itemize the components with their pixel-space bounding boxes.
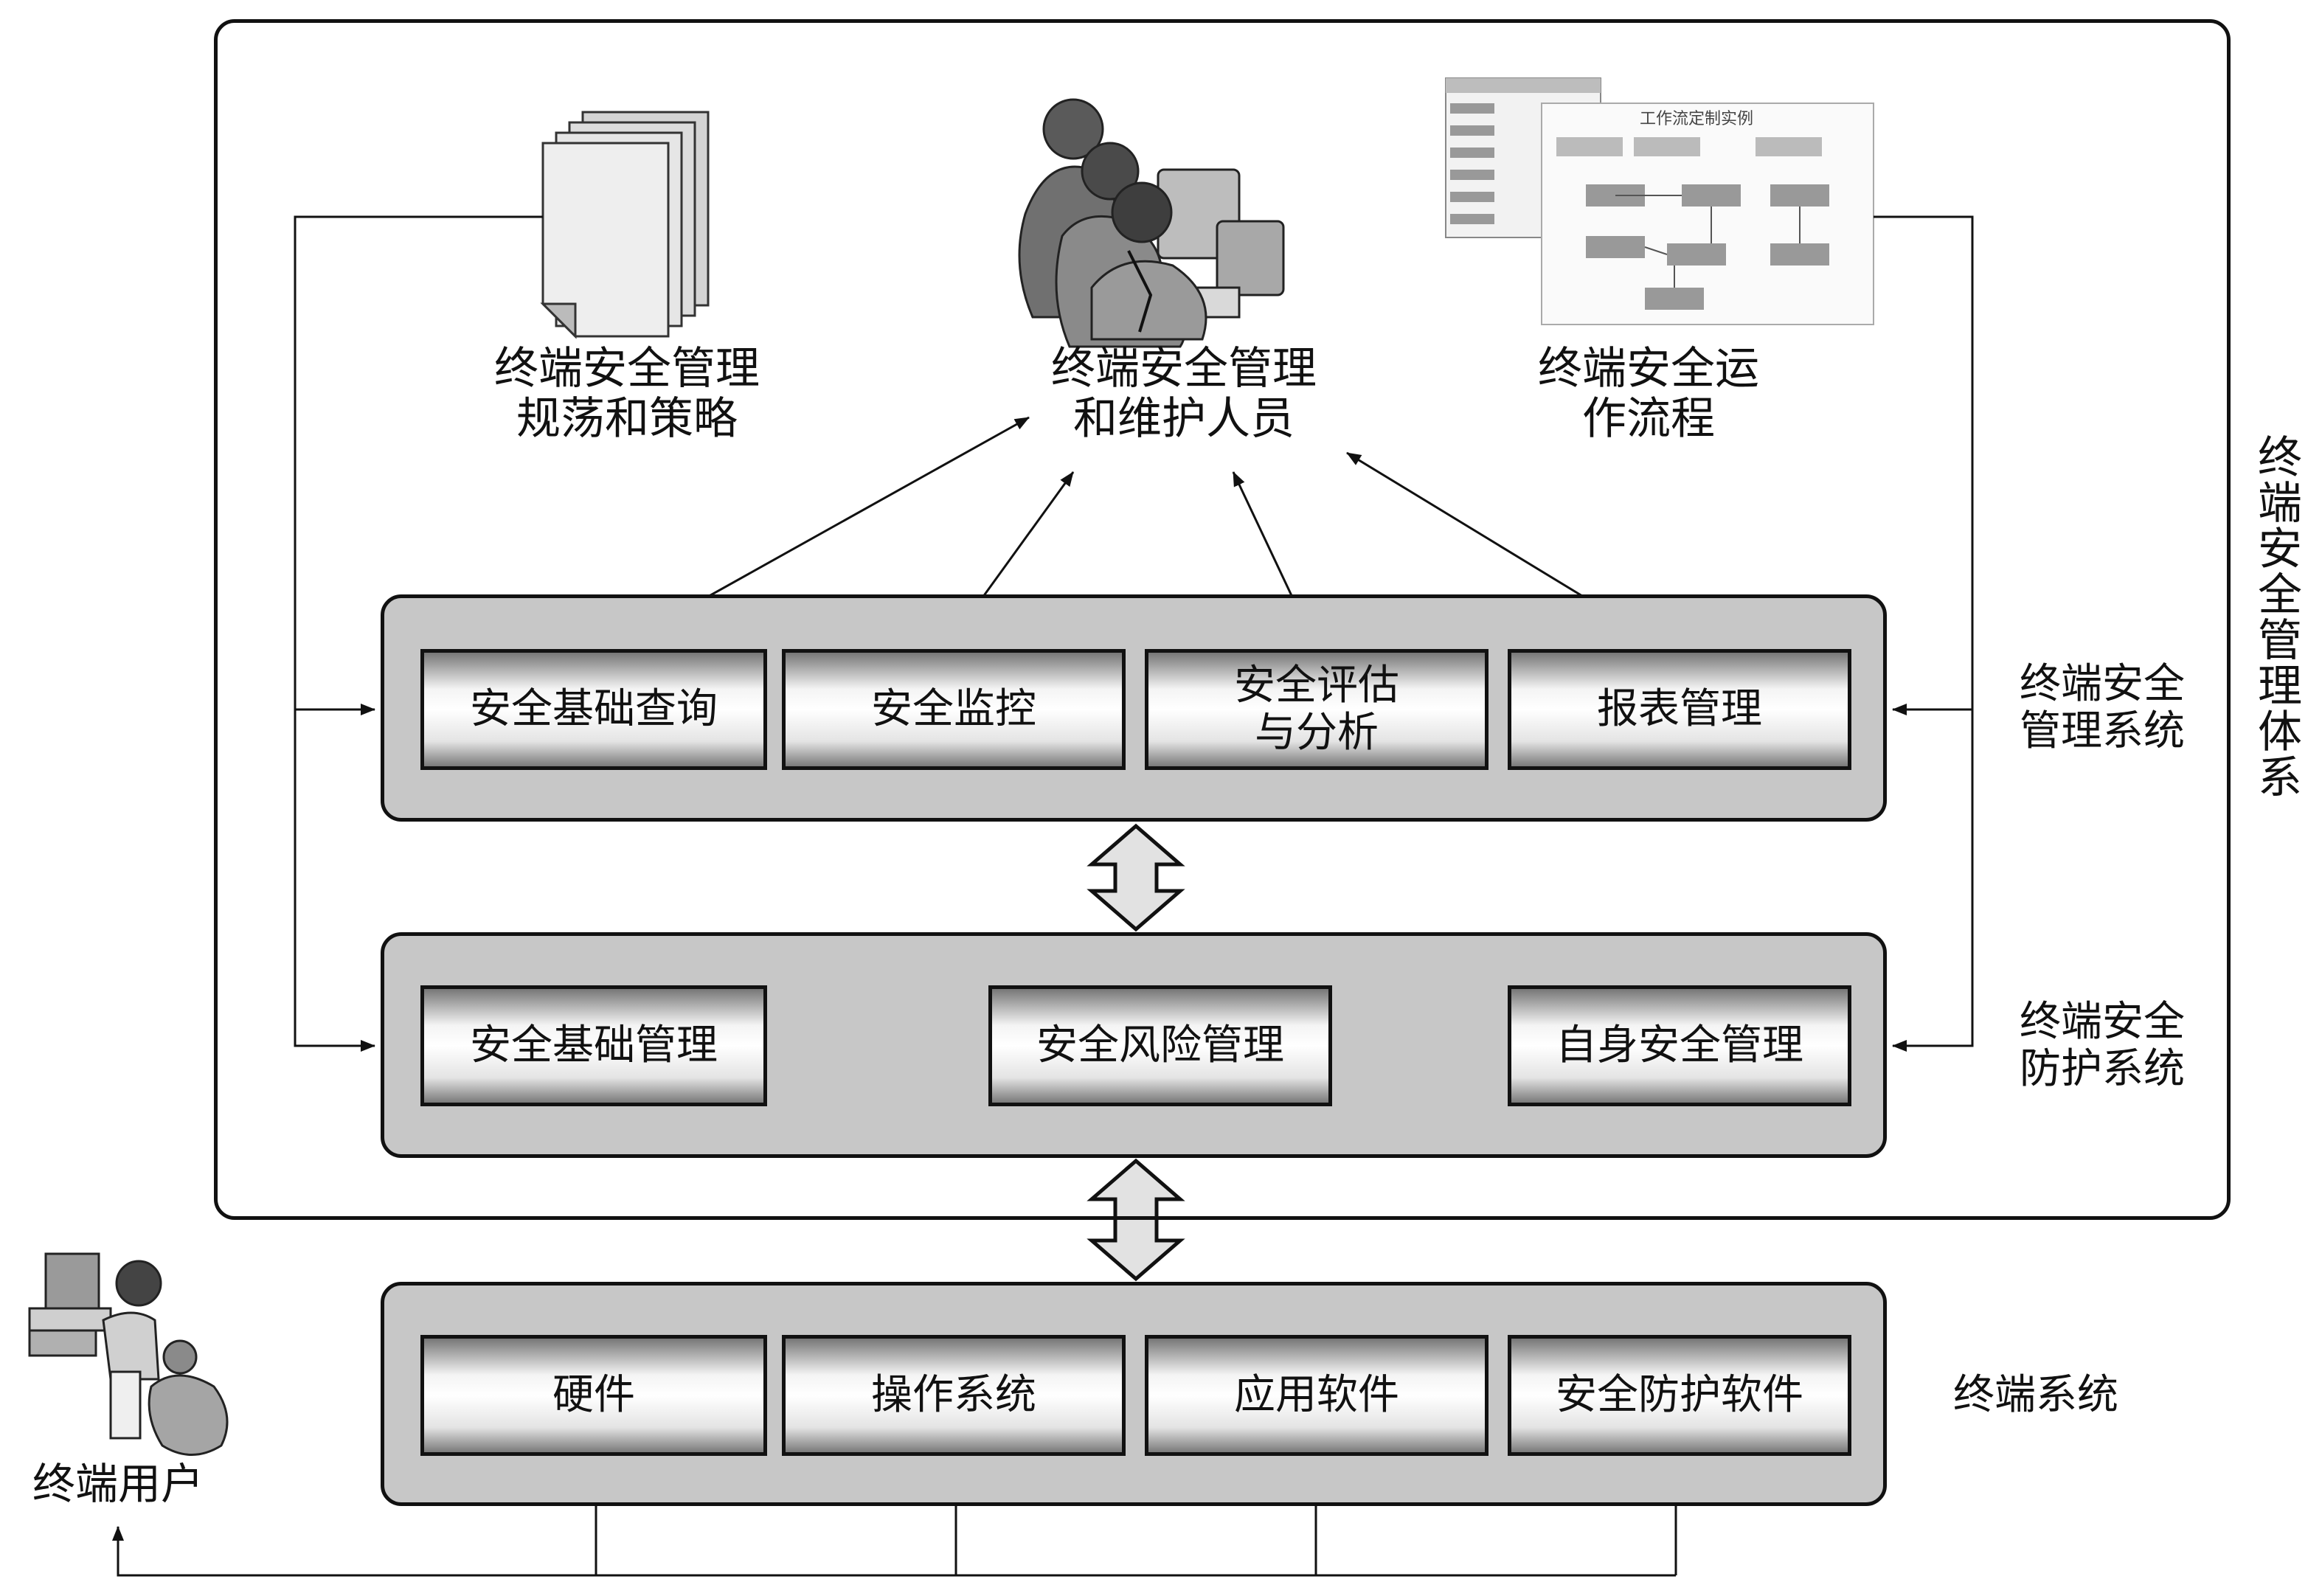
module-operating-system: 操作系统 <box>782 1335 1126 1456</box>
module-security-baseline-management: 安全基础管理 <box>420 985 767 1106</box>
module-security-protection-software: 安全防护软件 <box>1508 1335 1851 1456</box>
policy-caption: 终端安全管理 规荡和策略 <box>494 343 760 445</box>
module-security-assessment: 安全评估 与分析 <box>1145 649 1488 770</box>
staff-group-icon <box>1018 98 1285 348</box>
workflow-chart-icon <box>1445 77 1874 325</box>
management-system-label: 终端安全 管理系统 <box>2020 660 2185 755</box>
module-hardware: 硬件 <box>420 1335 767 1456</box>
terminal-user-label: 终端用户 <box>32 1459 204 1509</box>
security-management-system-frame <box>214 19 2231 1220</box>
protection-system-label: 终端安全 防护系统 <box>2020 998 2185 1093</box>
staff-caption: 终端安全管理 和维护人员 <box>1051 343 1317 445</box>
vertical-system-title: 终 端 安 全 管 理 体 系 <box>2258 432 2302 804</box>
module-security-monitoring: 安全监控 <box>782 649 1126 770</box>
document-stack-icon <box>540 111 710 339</box>
workflow-caption: 终端安全运 作流程 <box>1538 343 1759 445</box>
workflow-thumb-title: 工作流定制实例 <box>1640 110 1753 128</box>
module-security-risk-management: 安全风险管理 <box>988 985 1332 1106</box>
user-at-computer-icon <box>28 1252 229 1456</box>
terminal-system-label: 终端系统 <box>1953 1371 2118 1419</box>
module-self-security-management: 自身安全管理 <box>1508 985 1851 1106</box>
module-security-baseline-query: 安全基础查询 <box>420 649 767 770</box>
module-report-management: 报表管理 <box>1508 649 1851 770</box>
module-application-software: 应用软件 <box>1145 1335 1488 1456</box>
